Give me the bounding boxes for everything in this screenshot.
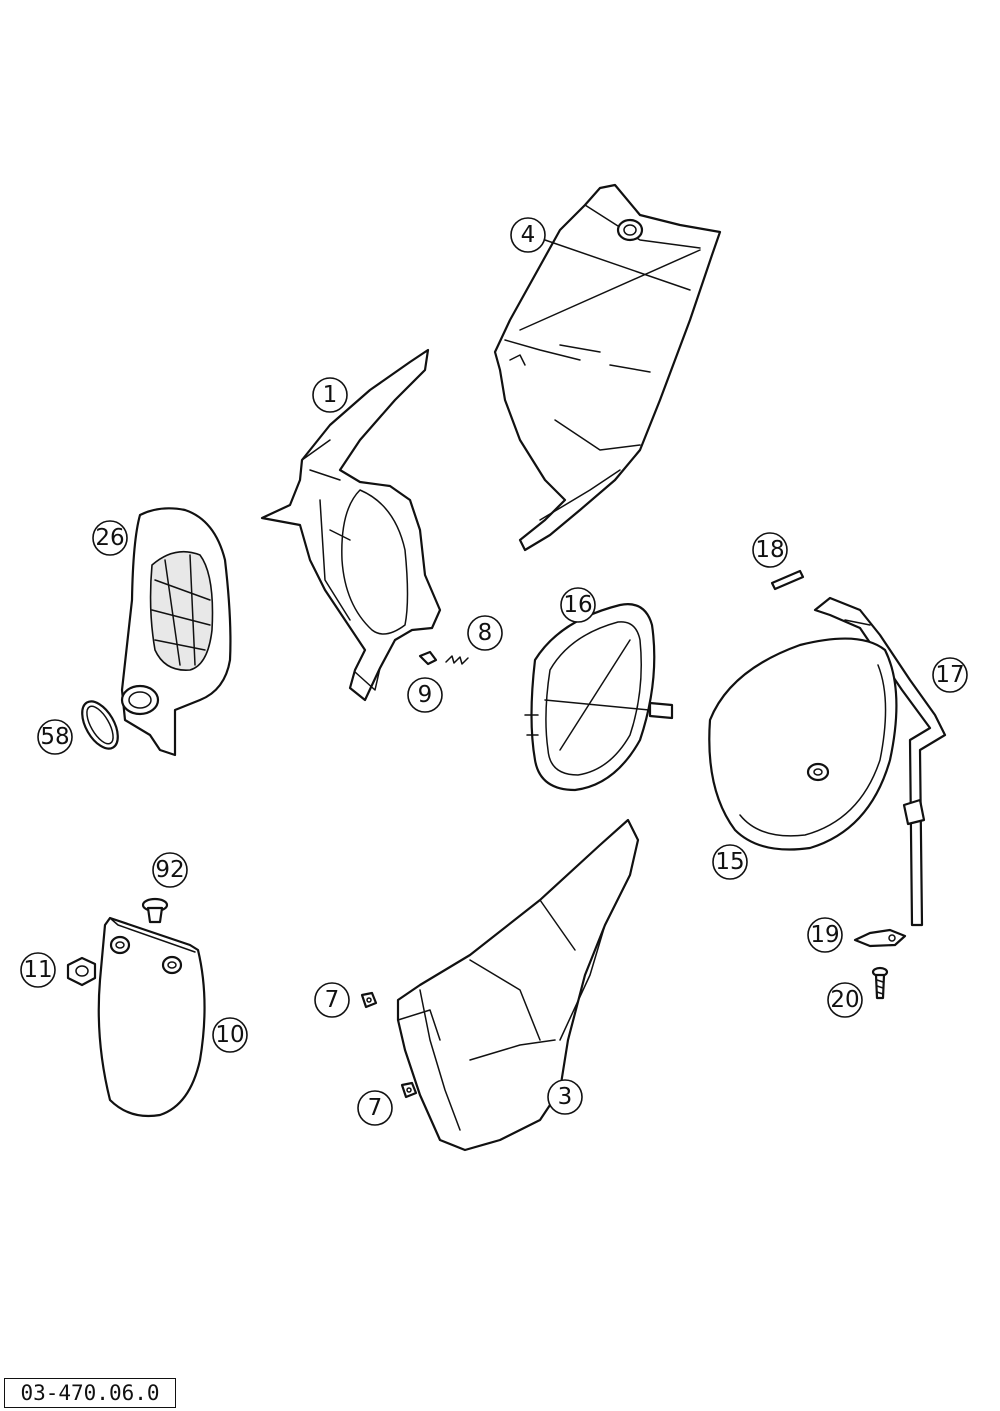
callout-4: 4 bbox=[510, 217, 546, 253]
callout-7-lower: 7 bbox=[357, 1090, 393, 1126]
callout-19: 19 bbox=[807, 917, 843, 953]
callout-17: 17 bbox=[932, 657, 968, 693]
fender-screw-part bbox=[141, 897, 169, 924]
drawing-number: 03-470.06.0 bbox=[4, 1378, 176, 1408]
callout-label: 26 bbox=[95, 525, 124, 551]
callout-label: 7 bbox=[325, 987, 340, 1013]
callout-label: 10 bbox=[215, 1022, 244, 1048]
side-cover-part bbox=[396, 818, 640, 1152]
callout-label: 3 bbox=[558, 1084, 573, 1110]
airbox-housing-part bbox=[493, 183, 722, 552]
callout-label: 58 bbox=[40, 724, 69, 750]
callout-3: 3 bbox=[547, 1079, 583, 1115]
airbox-intake-part bbox=[260, 348, 442, 702]
callout-15: 15 bbox=[712, 844, 748, 880]
screw-part bbox=[871, 966, 889, 1000]
callout-18: 18 bbox=[752, 532, 788, 568]
mud-flap-part bbox=[97, 916, 206, 1118]
callout-label: 18 bbox=[755, 537, 784, 563]
callout-16: 16 bbox=[560, 587, 596, 623]
callout-8: 8 bbox=[467, 615, 503, 651]
fastener-upper-part bbox=[360, 991, 378, 1009]
callout-26: 26 bbox=[92, 520, 128, 556]
spring-part bbox=[445, 655, 469, 665]
callout-label: 1 bbox=[323, 382, 338, 408]
nut-part bbox=[66, 956, 97, 987]
clip-part bbox=[418, 650, 438, 666]
callout-7-upper: 7 bbox=[314, 982, 350, 1018]
callout-label: 17 bbox=[935, 662, 964, 688]
callout-10: 10 bbox=[212, 1017, 248, 1053]
pin-part bbox=[770, 569, 805, 591]
filter-support-frame-part bbox=[524, 603, 674, 792]
callout-11: 11 bbox=[20, 952, 56, 988]
air-filter-cage-part bbox=[120, 507, 232, 757]
callout-1: 1 bbox=[312, 377, 348, 413]
fastener-lower-part bbox=[400, 1081, 418, 1099]
callout-92: 92 bbox=[152, 852, 188, 888]
callout-label: 8 bbox=[478, 620, 493, 646]
callout-label: 7 bbox=[368, 1095, 383, 1121]
callout-20: 20 bbox=[827, 982, 863, 1018]
air-filter-element-part bbox=[708, 637, 898, 851]
callout-label: 16 bbox=[563, 592, 592, 618]
callout-9: 9 bbox=[407, 677, 443, 713]
callout-label: 11 bbox=[23, 957, 52, 983]
callout-label: 15 bbox=[715, 849, 744, 875]
callout-label: 9 bbox=[418, 682, 433, 708]
callout-58: 58 bbox=[37, 719, 73, 755]
latch-part bbox=[853, 928, 907, 948]
callout-label: 20 bbox=[830, 987, 859, 1013]
callout-label: 92 bbox=[155, 857, 184, 883]
callout-label: 19 bbox=[810, 922, 839, 948]
hose-clamp-part bbox=[81, 700, 119, 750]
callout-label: 4 bbox=[521, 222, 536, 248]
